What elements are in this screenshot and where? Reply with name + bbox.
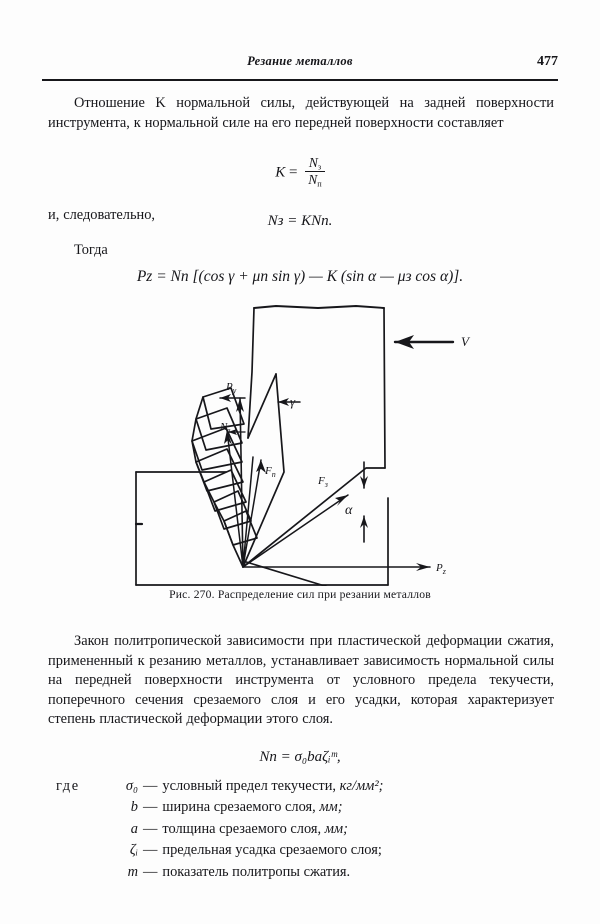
- definition-text: толщина срезаемого слоя,: [162, 820, 322, 837]
- definition-units: мм;: [319, 799, 343, 816]
- definition-symbol: m: [127, 863, 138, 880]
- numerator-base: N: [308, 155, 318, 170]
- definition-symbol: ζᵢ: [129, 842, 138, 859]
- equation-pz: Pz = Nп [(cos γ + μп sin γ) — K (sin α —…: [136, 268, 464, 285]
- definition-row: m —показатель политропы сжатия.: [104, 862, 524, 883]
- definition-dash: —: [143, 799, 158, 816]
- definition-symbol: b: [130, 799, 138, 816]
- definition-text: показатель политропы сжатия.: [162, 863, 351, 880]
- figure-270-cutting-forces-diagram: V Py γ Nз Fп Fз α Pz Nп: [130, 302, 482, 586]
- paragraph-polytropic-law: Закон политропической зависимости при пл…: [48, 633, 554, 728]
- definition-symbol: a: [130, 820, 138, 837]
- where-label: где: [56, 778, 80, 794]
- fraction-numerator: Nз: [305, 155, 325, 171]
- denominator-base: N: [308, 172, 318, 188]
- equation-k-symbol: K: [275, 164, 286, 181]
- definition-row: σ₀ —условный предел текучести, кг/мм²;: [104, 776, 524, 797]
- connector-therefore: и, следовательно,: [48, 207, 156, 223]
- definition-dash: —: [143, 863, 158, 880]
- figure-caption: Рис. 270. Распределение сил при резании …: [169, 588, 431, 601]
- figure-label-gamma: γ: [290, 394, 296, 409]
- figure-label-py: Py: [225, 381, 237, 395]
- running-head-title: Резание металлов: [247, 54, 353, 68]
- figure-label-fp: Fп: [264, 465, 276, 479]
- definition-dash: —: [143, 778, 158, 794]
- equals-sign: =: [289, 164, 298, 181]
- definition-row: a —толщина срезаемого слоя, мм;: [104, 819, 524, 840]
- fraction-denominator: Nп: [305, 171, 325, 189]
- figure-label-alpha: α: [345, 503, 353, 518]
- figure-label-nz: Nз: [219, 421, 230, 435]
- figure-label-pz: Pz: [435, 562, 447, 576]
- page-number: 477: [537, 54, 558, 69]
- denominator-subscript: п: [317, 179, 322, 189]
- fraction: Nз Nп: [305, 155, 325, 189]
- header-rule: [42, 79, 558, 81]
- definition-text: ширина срезаемого слоя,: [162, 799, 316, 816]
- definition-text: предельная усадка срезаемого слоя;: [162, 842, 382, 859]
- connector-then: Тогда: [74, 242, 108, 258]
- definition-list: σ₀—условный предел текучести, кг/мм²; b—…: [104, 776, 524, 883]
- equation-np: Nп = σ₀baζᵢᵐ,: [259, 749, 341, 765]
- definition-text: условный предел текучести,: [162, 778, 337, 794]
- figure-label-velocity: V: [461, 334, 471, 349]
- definition-symbol: σ₀: [125, 778, 138, 794]
- equation-nz: Nз = KNп.: [267, 213, 333, 229]
- definition-dash: —: [143, 820, 158, 837]
- page-header: Резание металлов 477: [42, 54, 558, 78]
- definition-row: ζᵢ —предельная усадка срезаемого слоя;: [104, 840, 524, 861]
- equation-k-ratio: K = Nз Nп: [0, 155, 600, 190]
- figure-label-fz: Fз: [317, 475, 328, 489]
- numerator-subscript: з: [317, 162, 322, 172]
- definition-row: b —ширина срезаемого слоя, мм;: [104, 797, 524, 818]
- paragraph-intro: Отношение K нормальной силы, действующей…: [48, 95, 554, 131]
- definition-dash: —: [143, 842, 158, 859]
- definition-units: кг/мм²;: [339, 778, 384, 794]
- definition-units: мм;: [324, 820, 348, 837]
